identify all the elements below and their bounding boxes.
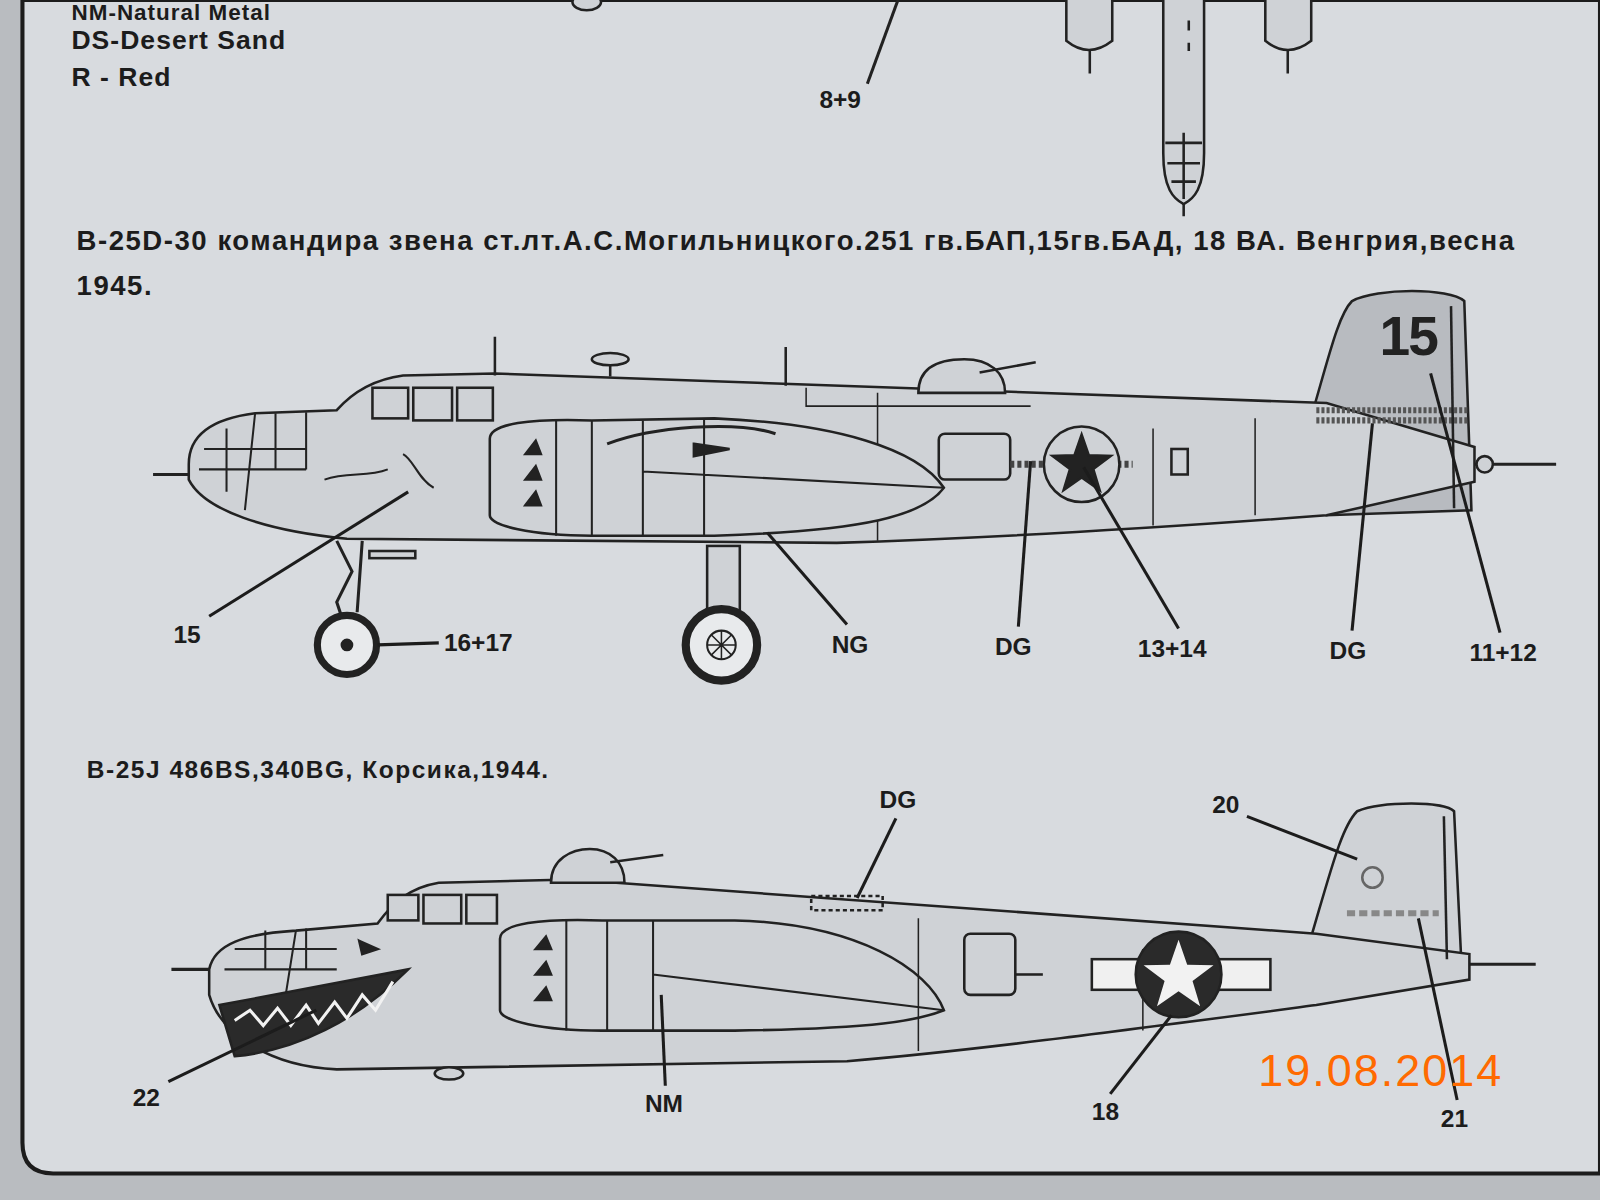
cowl-line [556, 418, 944, 535]
legend-item: DS-Desert Sand [71, 24, 286, 56]
exhaust [526, 441, 541, 505]
window [1171, 449, 1187, 475]
callout-number: 15 [173, 620, 200, 648]
leader-line [168, 1010, 316, 1081]
leader-line [378, 643, 439, 645]
window [413, 388, 452, 421]
legend-text: NM-Natural Metal [71, 0, 271, 26]
fuselage [209, 880, 1469, 1070]
leader-line [209, 492, 408, 616]
callout-number: 16+17 [444, 629, 513, 657]
callout-number: 18 [1092, 1098, 1119, 1126]
arrow-marking [607, 426, 775, 443]
tail-emblem [1362, 867, 1382, 887]
fuselage [189, 373, 1475, 542]
leader-line [661, 995, 665, 1086]
callout-number: 13+14 [1138, 635, 1207, 663]
tail-number: 15 [1380, 304, 1437, 367]
hatched-band [1316, 410, 1469, 420]
legend-item: NM-Natural Metal [71, 0, 271, 27]
callout-number: 8+9 [819, 86, 861, 114]
spokes [707, 631, 736, 660]
nose-art [324, 454, 433, 488]
cowl-line [566, 920, 944, 1030]
top-view [572, 0, 1311, 216]
star-insignia-ring [1044, 427, 1120, 503]
gear-bump [435, 1067, 464, 1079]
nose-glazing [199, 412, 306, 510]
turret [918, 359, 1005, 393]
legend-item: R - Red [71, 61, 171, 93]
waist-window [964, 934, 1015, 995]
star-insignia [1053, 435, 1111, 490]
leader-line [1352, 423, 1372, 630]
leader-line [1431, 373, 1500, 632]
date-stamp: 19.08.2014 [1258, 1045, 1503, 1097]
rudder-line [1444, 816, 1447, 959]
profile-caption: B-25J 486BS,340BG, Корсика,1944. [87, 755, 550, 783]
hub [707, 631, 736, 660]
arrow-marking [694, 444, 730, 456]
detail-lines [1090, 20, 1288, 216]
radar-dome [592, 353, 629, 365]
waist-window [939, 434, 1010, 480]
profile-caption: B-25D-30 командира звена ст.лт.А.С.Могил… [77, 218, 1592, 308]
insignia-star [1144, 940, 1214, 1006]
gear-door [369, 551, 415, 558]
window [423, 895, 461, 924]
engine-nacelle [500, 920, 944, 1031]
gun [1015, 973, 1043, 976]
callout-number: 22 [133, 1084, 160, 1112]
callout-number: 21 [1441, 1104, 1468, 1132]
callout-number: DG [1330, 637, 1367, 665]
shark-eye [359, 941, 377, 954]
exhaust [536, 937, 551, 1000]
leader-line [767, 533, 847, 625]
callout-number: 11+12 [1469, 639, 1536, 667]
tail-gun-mount [1477, 456, 1493, 472]
legend-text: DS-Desert Sand [71, 24, 286, 55]
wheel [686, 609, 757, 680]
nacelle [1265, 0, 1311, 50]
callout-number: 20 [1212, 791, 1239, 819]
window [457, 388, 493, 421]
callout-number: NM [645, 1090, 683, 1118]
main-gear [707, 546, 740, 613]
leader-line [1247, 816, 1357, 859]
sheet-frame [22, 0, 1600, 1173]
turret [551, 849, 624, 883]
leader-line [1110, 1015, 1171, 1094]
hub [342, 640, 352, 650]
leader-line [867, 0, 898, 84]
window [466, 895, 497, 924]
legend-text: R - Red [71, 61, 171, 92]
leader-line [1018, 461, 1030, 626]
window [372, 388, 408, 419]
engine-nacelle [490, 418, 944, 535]
callout-number: DG [995, 633, 1032, 661]
leader-line [857, 818, 896, 898]
tail-serial [1347, 910, 1439, 916]
window [388, 895, 419, 921]
aircraft-side-view [153, 291, 1556, 681]
antenna [495, 337, 1036, 386]
shark-teeth [235, 982, 393, 1026]
wheel [317, 615, 376, 674]
aircraft-side-view [171, 804, 1535, 1080]
insignia-disc [1136, 932, 1222, 1018]
detail [572, 0, 601, 10]
callout-number: NG [832, 631, 869, 659]
nacelle [1066, 0, 1112, 50]
gun [610, 855, 663, 862]
leader-line [1084, 467, 1179, 628]
callout-number: DG [880, 786, 917, 814]
leader-lines [209, 373, 1500, 644]
rudder-line [1451, 306, 1454, 508]
dg-panel [811, 896, 882, 910]
